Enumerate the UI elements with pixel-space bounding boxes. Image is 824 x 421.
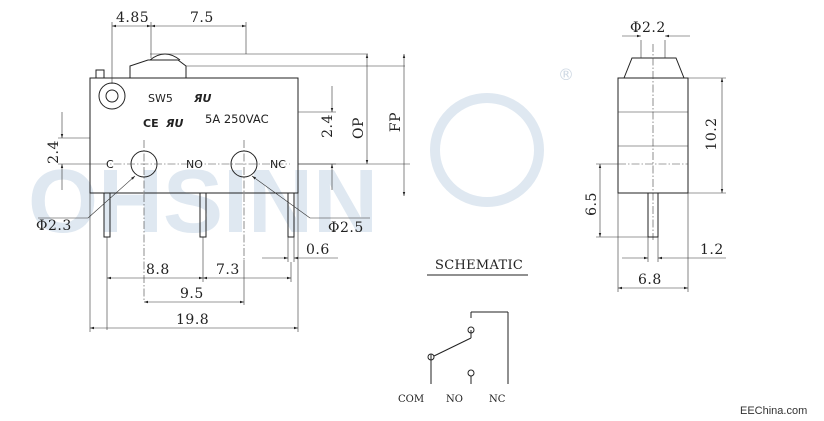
dim-8-8: 8.8 (146, 262, 170, 278)
schematic-title: SCHEMATIC (435, 258, 523, 273)
terminal-label-no: NO (186, 158, 203, 171)
side-pin (647, 192, 659, 238)
front-view: SW5 ЯU CE ЯU 5A 250VAC C NO NC 4.85 7.5 … (36, 10, 410, 332)
dim-6-8: 6.8 (638, 272, 662, 288)
switch-body-outline (89, 77, 299, 194)
schematic-label-com: COM (398, 394, 424, 405)
ce-mark: CE (143, 117, 159, 130)
rating-label: 5A 250VAC (205, 112, 269, 126)
model-label: SW5 (148, 92, 173, 105)
watermark-text: OHSINN (28, 152, 378, 252)
mounting-hole-outer (98, 82, 126, 110)
dim-phi-2-5: Φ2.5 (328, 220, 364, 236)
watermark: OHSINN ® (28, 65, 574, 252)
terminal-label-c: C (106, 158, 114, 171)
dim-6-5: 6.5 (584, 192, 600, 216)
dim-1-2: 1.2 (700, 242, 724, 258)
ul-mark-2: ЯU (165, 117, 183, 130)
dim-phi-2-2: Φ2.2 (630, 20, 666, 36)
dim-2-4-right: 2.4 (320, 114, 336, 138)
leader-phi-2-5 (251, 175, 311, 219)
schematic-nc-node (467, 326, 475, 334)
ul-mark: ЯU (193, 92, 211, 105)
actuator-housing (129, 59, 187, 78)
dim-19-8: 19.8 (176, 312, 209, 328)
dim-10-2: 10.2 (704, 117, 720, 150)
dim-0-6: 0.6 (306, 242, 330, 258)
dim-7-3: 7.3 (216, 262, 240, 278)
brand-label: EEChina.com (740, 405, 807, 417)
leader-phi-2-3 (87, 175, 136, 219)
dim-phi-2-3: Φ2.3 (36, 218, 72, 234)
dim-op: OP (351, 117, 367, 139)
side-view: Φ2.2 10.2 6.5 1.2 6.8 (584, 20, 726, 292)
side-actuator (623, 57, 685, 79)
schematic: SCHEMATIC COM NO NC (398, 258, 528, 405)
mounting-hole-inner (105, 89, 119, 103)
watermark-registered-mark: ® (558, 65, 574, 84)
actuator-roller (149, 53, 181, 61)
pin-nc (287, 192, 295, 238)
dim-fp: FP (388, 112, 404, 132)
mounting-tab (95, 69, 105, 78)
schematic-no-node (467, 369, 475, 377)
dim-7-5: 7.5 (190, 10, 214, 26)
dim-4-85: 4.85 (116, 10, 149, 26)
dim-2-4-left: 2.4 (46, 140, 62, 164)
schematic-label-no: NO (446, 394, 463, 405)
watermark-ring (430, 93, 544, 207)
dim-9-5: 9.5 (180, 286, 204, 302)
schematic-com-node (427, 353, 435, 361)
terminal-label-nc: NC (270, 158, 286, 171)
schematic-switch-arm (433, 337, 472, 357)
schematic-label-nc: NC (489, 394, 506, 405)
